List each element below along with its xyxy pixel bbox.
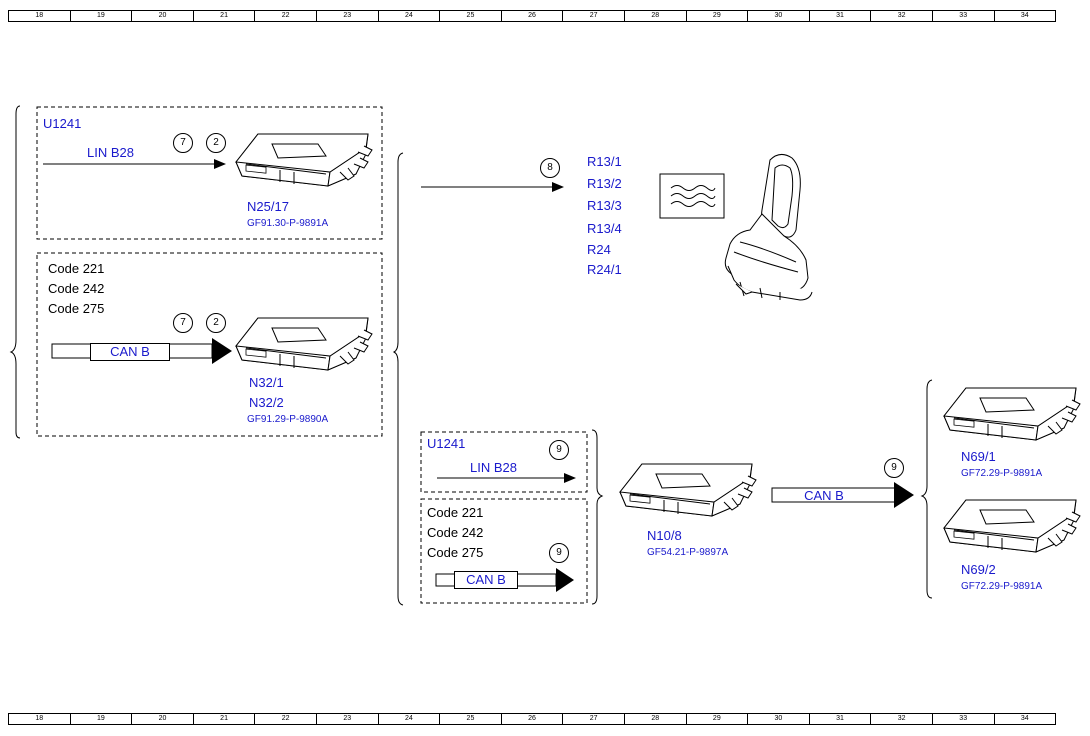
grid-cell: 22 (255, 714, 317, 724)
grid-cell: 27 (563, 11, 625, 21)
grid-cell: 20 (132, 11, 194, 21)
grid-cell: 34 (1020, 12, 1029, 19)
code-242-label-bottom: Code 242 (427, 525, 484, 540)
n32-1-label: N32/1 (249, 375, 284, 390)
grid-cell: 30 (748, 714, 810, 724)
circle-9-can: 9 (549, 543, 569, 563)
r13-3-label: R13/3 (587, 198, 622, 213)
n69-2-label: N69/2 (961, 562, 996, 577)
grid-cell: 24 (379, 714, 441, 724)
grid-cell: 26 (502, 11, 564, 21)
n69-1-label: N69/1 (961, 449, 996, 464)
circle-7-mid: 7 (173, 313, 193, 333)
grid-cell: 26 (502, 714, 564, 724)
code-221-label-bottom: Code 221 (427, 505, 484, 520)
grid-cell: 21 (194, 714, 256, 724)
grid-cell: 19 (71, 11, 133, 21)
grid-cell: 22 (255, 11, 317, 21)
grid-cell: 27 (563, 714, 625, 724)
grid-cell: 23 (317, 11, 379, 21)
gf-n32-ref[interactable]: GF91.29-P-9890A (247, 414, 329, 425)
r13-4-label: R13/4 (587, 221, 622, 236)
grid-cell: 29 (687, 11, 749, 21)
grid-cell: 33 (933, 714, 995, 724)
grid-cell: 28 (625, 11, 687, 21)
n32-2-label: N32/2 (249, 395, 284, 410)
grid-cell: 23 (317, 714, 379, 724)
gf-n25-17-ref[interactable]: GF91.30-P-9891A (247, 218, 329, 229)
grid-cell: 18 (9, 11, 71, 21)
grid-cell: 30 (748, 11, 810, 21)
code-242-label-top: Code 242 (48, 281, 105, 296)
r24-label: R24 (587, 242, 611, 257)
n10-8-label: N10/8 (647, 528, 682, 543)
gf-n69-2-ref[interactable]: GF72.29-P-9891A (961, 581, 1043, 592)
grid-cell: 21 (194, 11, 256, 21)
lin-b28-label-top: LIN B28 (87, 145, 134, 160)
code-275-label-bottom: Code 275 (427, 545, 484, 560)
grid-cell: 32 (871, 11, 933, 21)
grid-cell: 31 (810, 11, 872, 21)
grid-cell: 33 (933, 11, 995, 21)
gf-n10-8-ref[interactable]: GF54.21-P-9897A (647, 547, 729, 558)
grid-cell: 25 (440, 11, 502, 21)
grid-cell: 25 (440, 714, 502, 724)
code-275-label-top: Code 275 (48, 301, 105, 316)
lin-b28-label-bottom: LIN B28 (470, 460, 517, 475)
r24-1-label: R24/1 (587, 262, 622, 277)
circle-8: 8 (540, 158, 560, 178)
can-b-label-right: CAN B (804, 488, 844, 503)
n25-17-label: N25/17 (247, 199, 289, 214)
grid-cell: 28 (625, 714, 687, 724)
code-221-label-top: Code 221 (48, 261, 105, 276)
u1241-label-top: U1241 (43, 116, 82, 131)
can-b-box-top: CAN B (90, 343, 170, 361)
grid-cell: 19 (71, 714, 133, 724)
grid-cell: 18 (9, 714, 71, 724)
circle-2-top: 2 (206, 133, 226, 153)
grid-cell: 29 (687, 714, 749, 724)
circle-9-right: 9 (884, 458, 904, 478)
grid-cell: 24 (379, 11, 441, 21)
grid-cell: 34 (1020, 715, 1029, 722)
grid-cell: 20 (132, 714, 194, 724)
r13-2-label: R13/2 (587, 176, 622, 191)
circle-7-top: 7 (173, 133, 193, 153)
circle-9-lin: 9 (549, 440, 569, 460)
circle-2-mid: 2 (206, 313, 226, 333)
grid-cell: 31 (810, 714, 872, 724)
u1241-label-bottom: U1241 (427, 436, 466, 451)
can-b-box-bottom: CAN B (454, 571, 518, 589)
r13-1-label: R13/1 (587, 154, 622, 169)
grid-cell: 32 (871, 714, 933, 724)
gf-n69-1-ref[interactable]: GF72.29-P-9891A (961, 468, 1043, 479)
